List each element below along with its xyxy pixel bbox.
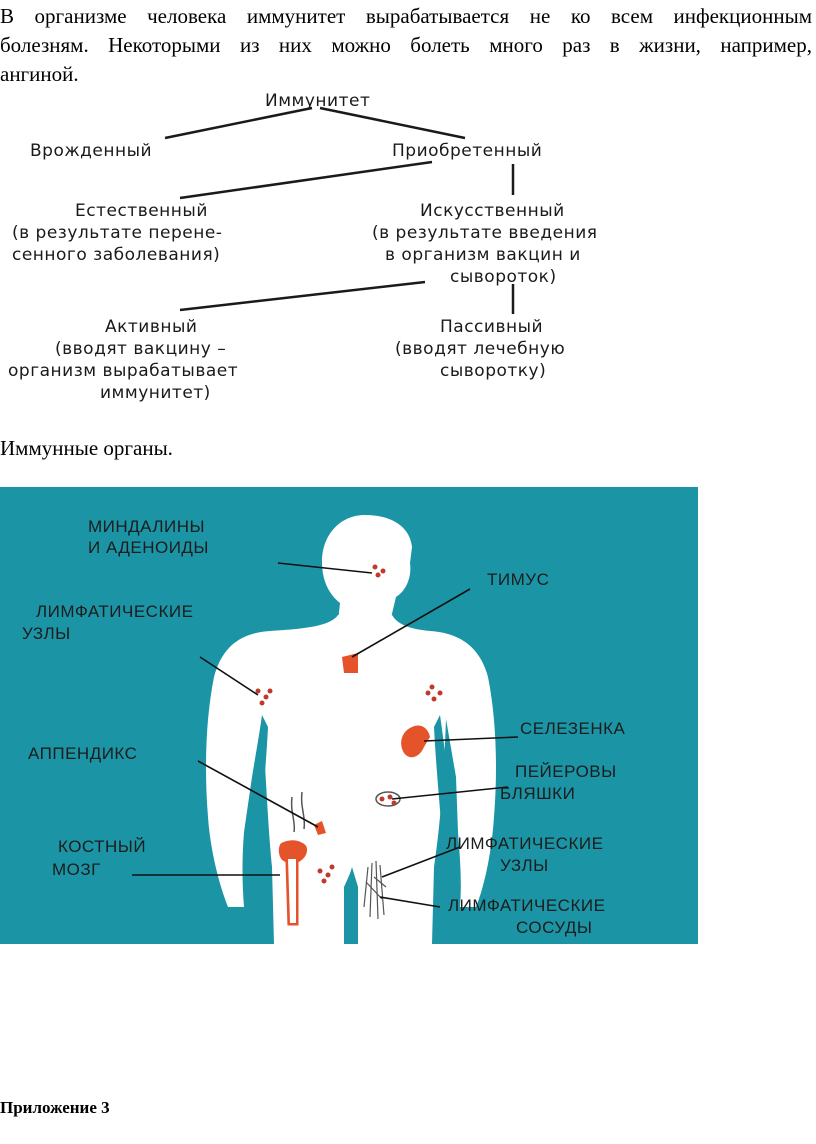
pointer-lymph-nodes-top <box>199 656 259 696</box>
tree-active-title: Активный <box>105 317 197 337</box>
pointer-peyer <box>391 786 509 800</box>
label-peyer-2: БЛЯШКИ <box>500 784 575 803</box>
label-appendix: АППЕНДИКС <box>28 744 137 763</box>
right-arm-gap <box>434 715 456 859</box>
tree-passive-title: Пассивный <box>440 317 543 337</box>
label-lymph-vessels-2: СОСУДЫ <box>516 918 592 937</box>
tree-acquired: Приобретенный <box>392 141 542 161</box>
pointer-appendix <box>197 760 319 828</box>
lymph-vessels-bundle <box>363 860 387 920</box>
intro-line-3: ангиной. <box>0 62 79 86</box>
tree-natural-line1: (в результате перене- <box>12 223 222 243</box>
axillary-lymph-nodes-left <box>255 688 273 706</box>
tree-active-line3: иммунитет) <box>100 383 211 403</box>
label-spleen: СЕЛЕЗЕНКА <box>520 719 626 738</box>
tree-passive-line2: сыворотку) <box>440 361 546 381</box>
tree-active-line2: организм вырабатывает <box>8 361 238 381</box>
label-lymph-nodes-bottom-2: УЗЛЫ <box>500 856 549 875</box>
inguinal-lymph-nodes <box>317 864 335 884</box>
tree-artificial-line1: (в результате введения <box>372 223 597 243</box>
tree-artificial-title: Искусственный <box>420 201 565 221</box>
pointer-lymph-nodes-bottom <box>381 846 461 878</box>
organs-heading: Иммунные органы. <box>0 436 173 460</box>
tree-passive-line1: (вводят лечебную <box>395 339 565 359</box>
left-arm-gap <box>246 715 268 859</box>
edge-root-innate <box>164 106 313 140</box>
label-thymus: ТИМУС <box>487 570 549 589</box>
tree-artificial-line3: сывороток) <box>450 267 557 287</box>
label-lymph-nodes-top-2: УЗЛЫ <box>22 624 71 643</box>
immunity-classification-diagram: Иммунитет Врожденный Приобретенный Естес… <box>8 91 597 403</box>
immune-organs-illustration: МИНДАЛИНЫ И АДЕНОИДЫ ТИМУС ЛИМФАТИЧЕСКИЕ… <box>0 487 698 944</box>
tonsil-dots <box>372 564 386 578</box>
label-peyer-1: ПЕЙЕРОВЫ <box>515 762 617 781</box>
pointer-spleen <box>423 736 519 742</box>
tree-innate: Врожденный <box>30 141 152 161</box>
edge-acquired-natural <box>179 160 433 200</box>
appendix-organ <box>314 821 326 835</box>
intestine-outline <box>290 791 306 833</box>
pointer-tonsils <box>277 562 373 574</box>
tree-root: Иммунитет <box>265 91 370 111</box>
leg-gap <box>344 869 358 944</box>
label-tonsils-2: И АДЕНОИДЫ <box>88 538 209 557</box>
label-lymph-nodes-top-1: ЛИМФАТИЧЕСКИЕ <box>36 602 193 621</box>
bone-marrow-femur <box>275 837 310 929</box>
edge-artificial-active <box>179 280 426 312</box>
peyer-patches <box>375 791 401 807</box>
axillary-lymph-nodes-right <box>425 684 443 702</box>
intro-paragraph: В организме человека иммунитет вырабатыв… <box>0 2 812 89</box>
tree-artificial-line2: в организм вакцин и <box>385 245 581 265</box>
tree-active-line1: (вводят вакцину – <box>55 339 226 359</box>
label-marrow-1: КОСТНЫЙ <box>58 837 146 856</box>
tree-natural-title: Естественный <box>75 201 208 221</box>
tree-natural-line2: сенного заболевания) <box>12 245 220 265</box>
intro-line-2: болезням. Некоторыми из них можно болеть… <box>0 33 812 57</box>
label-marrow-2: МОЗГ <box>52 860 101 879</box>
thymus-organ <box>342 653 358 673</box>
pointer-thymus <box>351 588 471 658</box>
label-lymph-vessels-1: ЛИМФАТИЧЕСКИЕ <box>448 896 605 915</box>
label-lymph-nodes-bottom-1: ЛИМФАТИЧЕСКИЕ <box>446 834 603 853</box>
label-tonsils-1: МИНДАЛИНЫ <box>88 517 205 536</box>
pointer-lymph-vessels <box>379 896 441 908</box>
edge-root-acquired <box>319 106 466 140</box>
spleen-organ <box>401 725 430 758</box>
intro-line-1: В организме человека иммунитет вырабатыв… <box>0 4 812 28</box>
appendix-label: Приложение 3 <box>0 1098 110 1117</box>
